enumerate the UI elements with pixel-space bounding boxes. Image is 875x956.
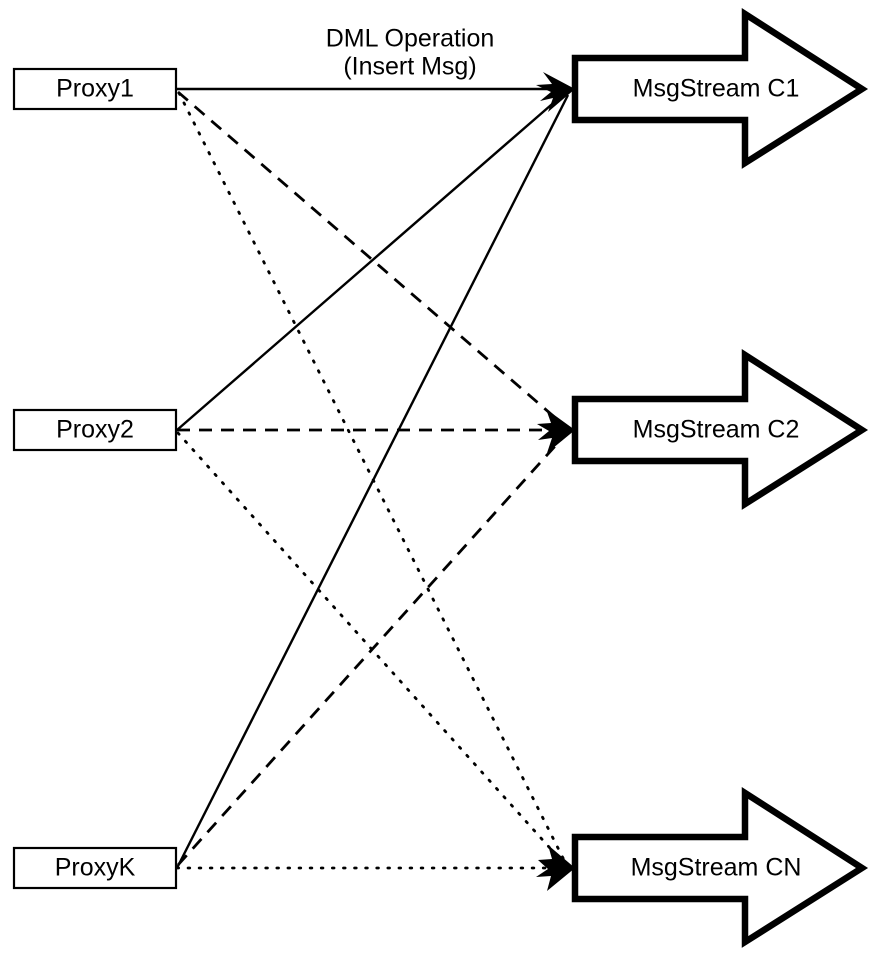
proxy-node-proxyK[interactable]: ProxyK <box>12 846 178 890</box>
msgstream-cn-arrow-shape[interactable] <box>571 787 869 948</box>
proxy-node-proxy1[interactable]: Proxy1 <box>12 67 178 111</box>
msgstream-c1-arrow-shape[interactable] <box>571 8 869 169</box>
arrowhead-cluster-c1 <box>536 72 575 112</box>
connector-group-to-c1 <box>175 87 570 869</box>
arrowhead-into-c2 <box>537 409 575 453</box>
msgstream-cn-label: MsgStream CN <box>631 854 802 882</box>
stream-node-c1[interactable]: MsgStream C1 <box>571 8 869 169</box>
edge-caption-line2: (Insert Msg) <box>343 53 476 81</box>
proxy2-label: Proxy2 <box>56 416 134 444</box>
connector-proxy2-to-cn <box>176 431 568 868</box>
arrowhead-into-c1 <box>536 72 575 112</box>
proxyK-box[interactable] <box>12 846 178 890</box>
stream-node-c2[interactable]: MsgStream C2 <box>571 349 869 510</box>
arrowhead-cluster-cn <box>536 845 575 891</box>
arrowhead-cluster-c2 <box>537 409 575 453</box>
msgstream-c2-label: MsgStream C2 <box>633 416 800 444</box>
msgstream-c1-label: MsgStream C1 <box>633 75 800 103</box>
connector-proxy2-to-c1 <box>176 91 567 431</box>
stream-node-cn[interactable]: MsgStream CN <box>571 787 869 948</box>
proxy1-label: Proxy1 <box>56 75 134 103</box>
msgstream-c2-arrow-shape[interactable] <box>571 349 869 510</box>
connector-proxy1-to-c2 <box>177 90 567 429</box>
proxy1-box[interactable] <box>12 67 178 111</box>
arrowhead-into-cn <box>536 845 575 891</box>
proxy-node-proxy2[interactable]: Proxy2 <box>12 408 178 452</box>
edge-caption-line1: DML Operation <box>326 25 495 53</box>
edge-caption-dml-operation: DML Operation (Insert Msg) <box>326 25 495 81</box>
connector-group-to-cn <box>175 91 568 870</box>
proxyK-label: ProxyK <box>55 854 136 882</box>
proxy2-box[interactable] <box>12 408 178 452</box>
connector-proxy1-to-cn <box>177 91 568 866</box>
